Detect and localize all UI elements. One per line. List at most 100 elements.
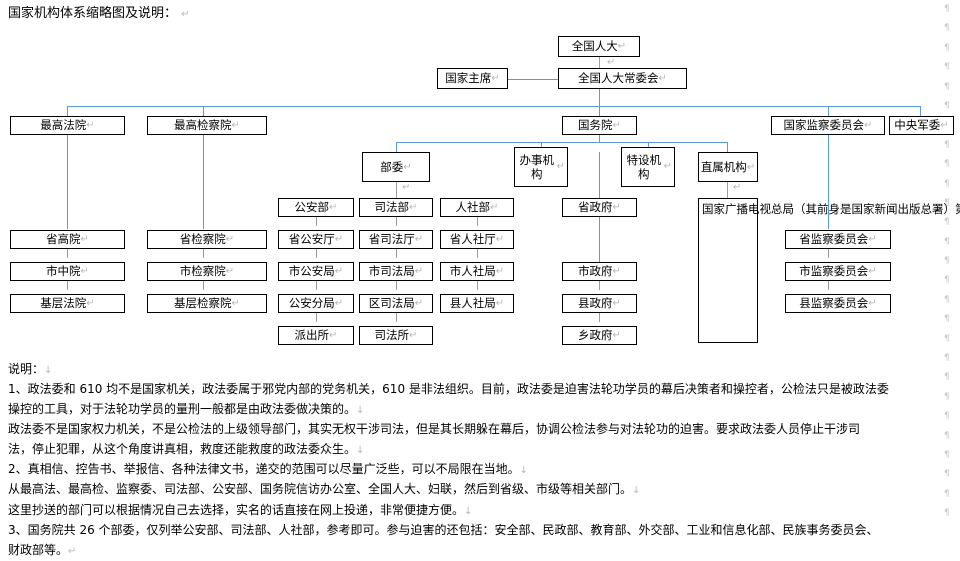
node-supreme-court[interactable]: 最高法院↵ — [10, 116, 125, 135]
node-special-org[interactable]: 特设机构↵ — [621, 147, 675, 187]
pilcrow-mark: ↵ — [86, 120, 95, 131]
pilcrow-mark: ¶ — [944, 391, 950, 402]
pilcrow-mark: ↵ — [746, 161, 756, 173]
notes-text: 3、国务院共 26 个部委，仅列举公安部、司法部、人社部，参考即可。参与迫害的还… — [8, 523, 879, 538]
node-prov-procuratorate[interactable]: 省检察院↵ — [147, 230, 267, 249]
connector-mohrss-to-prov-hrss — [477, 213, 478, 226]
pilcrow-mark: ↵ — [231, 298, 240, 309]
pilcrow-mark: ↵ — [663, 161, 672, 172]
node-label: 县政府 — [578, 296, 613, 310]
node-label: 区司法局 — [368, 296, 415, 310]
connector-bus-to-supreme-court — [67, 106, 68, 116]
node-police-station[interactable]: 派出所↵ — [278, 326, 354, 345]
node-prov-high-court[interactable]: 省高院↵ — [10, 230, 125, 249]
node-town-gov[interactable]: 乡政府↵ — [562, 326, 637, 345]
connector-district-jb-to-justice-office — [396, 309, 397, 322]
pilcrow-mark: ↵ — [403, 161, 412, 173]
connector-nat-superv-to-prov — [828, 135, 829, 229]
pilcrow-mark: ↵ — [612, 330, 621, 341]
node-prov-supervisory[interactable]: 省监察委员会↵ — [785, 230, 891, 249]
connector-city-psb-to-district-psb — [316, 277, 317, 290]
node-city-jb[interactable]: 市司法局↵ — [359, 262, 433, 281]
connector-city-gov-to-county-gov — [599, 277, 600, 290]
node-ministries[interactable]: 部委↵ — [362, 152, 430, 182]
node-label: 市监察委员会 — [799, 264, 869, 278]
notes-text: 操控的工具，对于法轮功学员的量刑一般都是由政法委做决策的。 — [8, 401, 357, 416]
notes-line: 2、真相信、控告书、举报信、各种法律文书，递交的范围可以尽量广泛些，可以不局限在… — [8, 460, 952, 480]
pilcrow-mark: ¶ — [944, 411, 950, 422]
connector-prov-court-to-city-court — [67, 245, 68, 258]
line-break-mark: ↓ — [632, 485, 641, 497]
node-npcsc[interactable]: 全国人大常委会↵ — [558, 68, 687, 89]
node-mps[interactable]: 公安部↵ — [278, 198, 354, 217]
node-moj[interactable]: 司法部↵ — [359, 198, 433, 217]
node-city-hrss[interactable]: 市人社局↵ — [440, 262, 514, 281]
node-district-jb[interactable]: 区司法局↵ — [359, 294, 433, 313]
node-label: 市司法局 — [368, 264, 415, 278]
pilcrow-mark: ↵ — [409, 330, 418, 341]
pilcrow-mark: ↵ — [658, 73, 667, 84]
node-city-psb[interactable]: 市公安局↵ — [278, 262, 354, 281]
connector-state-council-bus — [396, 142, 727, 143]
node-county-gov[interactable]: 县政府↵ — [562, 294, 637, 313]
connector-bus-to-supreme-procuratorate — [203, 106, 204, 116]
notes-line: 财政部等。↵ — [8, 541, 952, 561]
node-office-org[interactable]: 办事机构↵ — [514, 147, 568, 187]
notes-line: 1、政法委和 610 均不是国家机关，政法委属于邪党内部的党务机关，610 是非… — [8, 380, 952, 399]
node-central-military[interactable]: 中央军委↵ — [889, 116, 954, 135]
node-nrta[interactable]: 国家广播电视总局（其前身是国家新闻出版总署）第 50 号文件的颁布机构↵ — [698, 198, 960, 343]
node-county-supervisory[interactable]: 县监察委员会↵ — [785, 294, 891, 313]
connector-president-to-npcsc — [508, 79, 558, 80]
node-city-procuratorate[interactable]: 市检察院↵ — [147, 262, 267, 281]
node-label: 基层检察院 — [174, 296, 232, 310]
connector-county-gov-to-town-gov — [599, 309, 600, 322]
node-label: 公安分局 — [288, 296, 335, 310]
notes-heading: 说明： — [8, 362, 45, 376]
pilcrow-mark: ↵ — [868, 266, 877, 277]
node-basic-procuratorate[interactable]: 基层检察院↵ — [147, 294, 267, 313]
node-mohrss[interactable]: 人社部↵ — [440, 198, 514, 217]
node-direct-org[interactable]: 直属机构↵ — [698, 152, 758, 182]
line-break-mark: ↓ — [464, 505, 473, 517]
line-break-mark: ↓ — [519, 465, 529, 477]
connector-bus-to-ministries — [396, 142, 397, 152]
node-city-supervisory[interactable]: 市监察委员会↵ — [785, 262, 891, 281]
pilcrow-mark: ¶ — [944, 4, 950, 14]
node-county-hrss[interactable]: 县人社局↵ — [440, 294, 514, 313]
pilcrow-mark: ↵ — [495, 298, 505, 309]
node-label: 国务院 — [578, 118, 613, 132]
pilcrow-mark: ↵ — [414, 298, 424, 309]
node-district-psb[interactable]: 公安分局↵ — [278, 294, 354, 313]
node-prov-hrss[interactable]: 省人社厅↵ — [440, 230, 514, 249]
node-basic-court[interactable]: 基层法院↵ — [10, 294, 125, 313]
document-canvas: ¶ ¶ ¶ ¶ ¶ ¶ ¶ ¶ ¶ ¶ ¶ ¶ ¶ ¶ ¶ ¶ ¶ ¶ ¶ ¶ … — [8, 4, 960, 557]
connector-npc-to-npcsc — [599, 57, 600, 71]
node-prov-gov[interactable]: 省政府↵ — [562, 198, 637, 217]
node-president[interactable]: 国家主席↵ — [437, 68, 508, 89]
pilcrow-mark: ↵ — [414, 234, 424, 245]
connector-district-psb-to-police-station — [316, 309, 317, 322]
connector-bus-to-national-supervisory — [828, 106, 829, 116]
notes-text: 1、政法委和 610 均不是国家机关，政法委属于邪党内部的党务机关，610 是非… — [8, 382, 889, 397]
connector-main-bus — [67, 106, 920, 107]
pilcrow-mark: ↵ — [402, 182, 411, 193]
node-state-council[interactable]: 国务院↵ — [562, 116, 637, 135]
node-npc[interactable]: 全国人大↵ — [558, 36, 640, 57]
node-label: 特设机构 — [626, 153, 662, 181]
node-national-supervisory[interactable]: 国家监察委员会↵ — [771, 116, 885, 135]
node-label: 省高院 — [46, 232, 81, 246]
pilcrow-mark: ↵ — [225, 234, 235, 245]
pilcrow-mark: ↵ — [617, 41, 627, 52]
connector-prov-psd-to-city-psb — [316, 245, 317, 258]
node-prov-psd[interactable]: 省公安厅↵ — [278, 230, 354, 249]
node-label: 乡政府 — [578, 328, 613, 342]
pilcrow-mark: ↵ — [491, 73, 500, 84]
node-justice-office[interactable]: 司法所↵ — [359, 326, 433, 345]
node-city-court[interactable]: 市中院↵ — [10, 262, 125, 281]
node-supreme-procuratorate[interactable]: 最高检察院↵ — [147, 116, 267, 135]
node-city-gov[interactable]: 市政府↵ — [562, 262, 637, 281]
notes-line: 操控的工具，对于法轮功学员的量刑一般都是由政法委做决策的。↓ — [8, 400, 952, 420]
node-label: 省监察委员会 — [799, 232, 869, 246]
node-prov-jd[interactable]: 省司法厅↵ — [359, 230, 433, 249]
pilcrow-mark: ↵ — [409, 202, 418, 213]
